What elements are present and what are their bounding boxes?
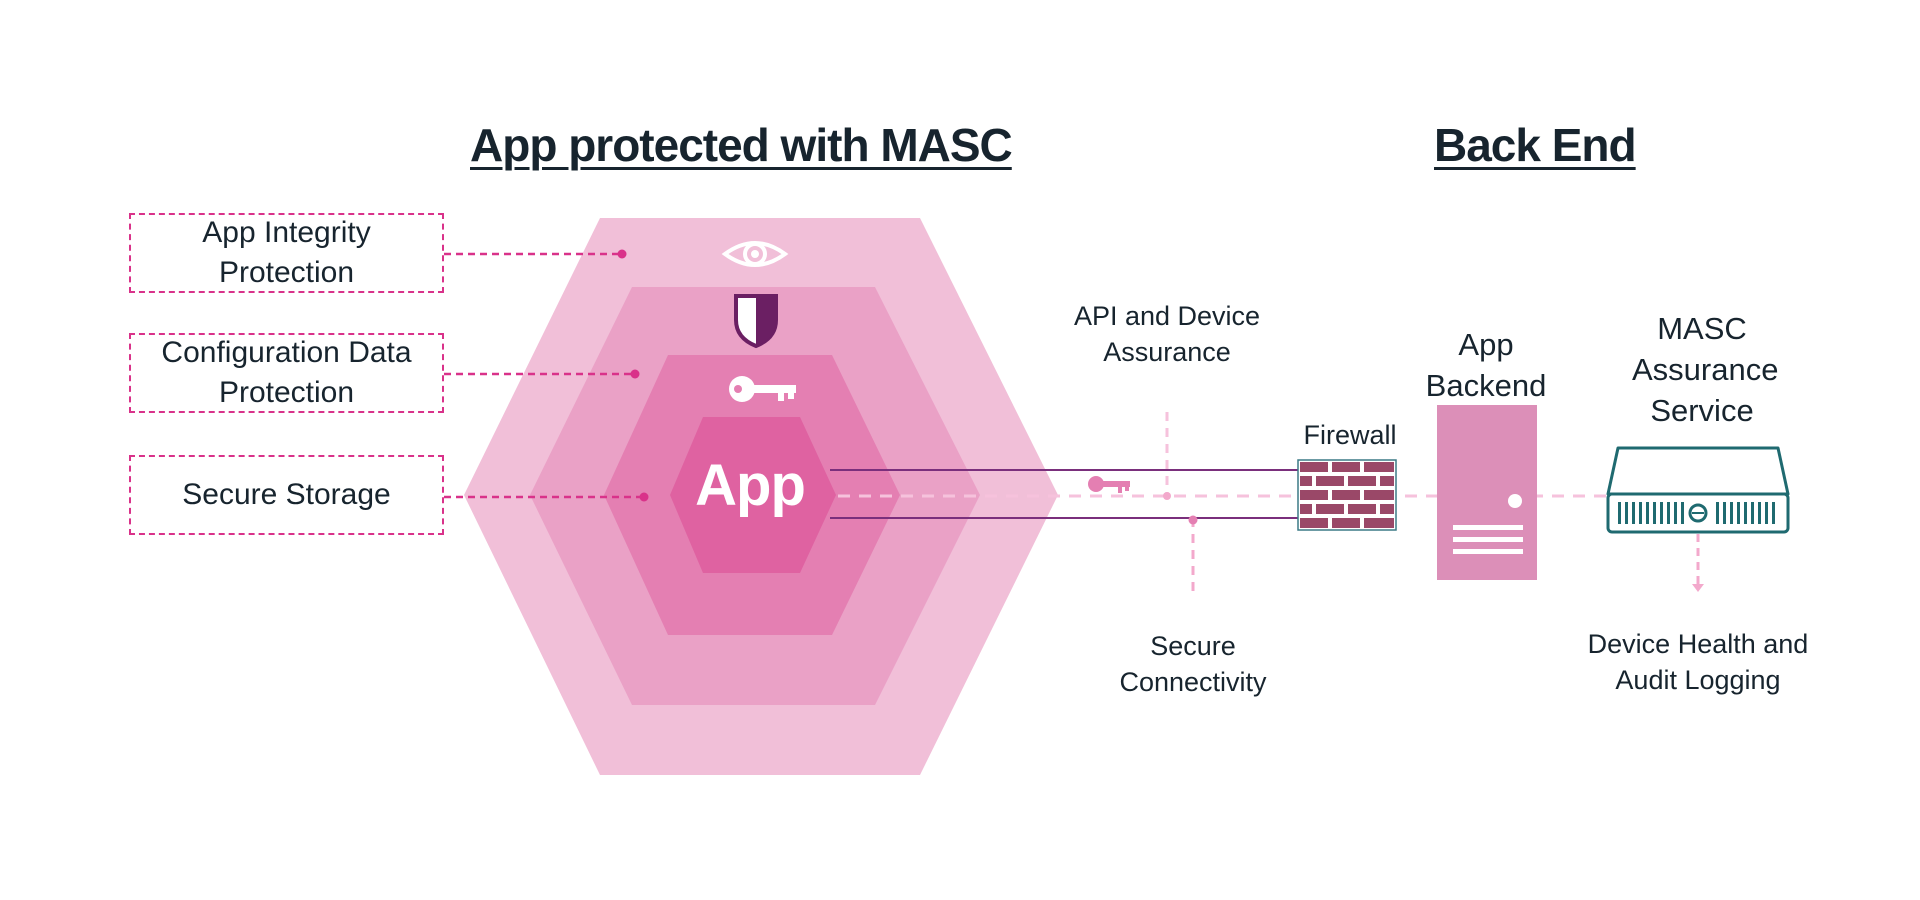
feature-box-secure-storage: Secure Storage — [129, 455, 444, 535]
connector-dot-integrity — [617, 249, 627, 259]
feature-label-configuration: Configuration Data Protection — [161, 336, 412, 409]
channel-key-icon — [1088, 476, 1130, 493]
firewall-label: Firewall — [1303, 420, 1397, 450]
feature-label-app-integrity: App Integrity Protection — [202, 216, 371, 289]
secure-connectivity-label: Secure Connectivity — [1119, 631, 1267, 697]
secure-connectivity-dot — [1188, 515, 1198, 525]
app-backend-server-icon — [1437, 405, 1537, 580]
api-assurance-dot — [1163, 492, 1171, 500]
firewall-icon — [1297, 459, 1397, 531]
masc-service-label: MASC Assurance Service — [1632, 311, 1779, 428]
feature-label-secure-storage: Secure Storage — [182, 478, 391, 511]
eye-icon — [721, 241, 789, 267]
logging-arrowhead — [1692, 584, 1704, 592]
logging-label: Device Health and Audit Logging — [1587, 629, 1809, 695]
shield-icon — [734, 294, 778, 349]
app-section-title: App protected with MASC — [470, 119, 1013, 171]
feature-box-app-integrity: App Integrity Protection — [129, 213, 444, 293]
connector-dot-configuration — [630, 369, 640, 379]
feature-box-configuration: Configuration Data Protection — [129, 333, 444, 413]
api-assurance-label: API and Device Assurance — [1073, 301, 1261, 367]
app-label: App — [695, 453, 806, 518]
hex-app-core — [670, 417, 836, 573]
masc-service-appliance-icon — [1606, 446, 1790, 534]
backend-section-title: Back End — [1434, 119, 1637, 171]
connector-dot-storage — [639, 492, 649, 502]
key-icon — [729, 376, 796, 402]
app-backend-label: App Backend — [1425, 327, 1547, 403]
